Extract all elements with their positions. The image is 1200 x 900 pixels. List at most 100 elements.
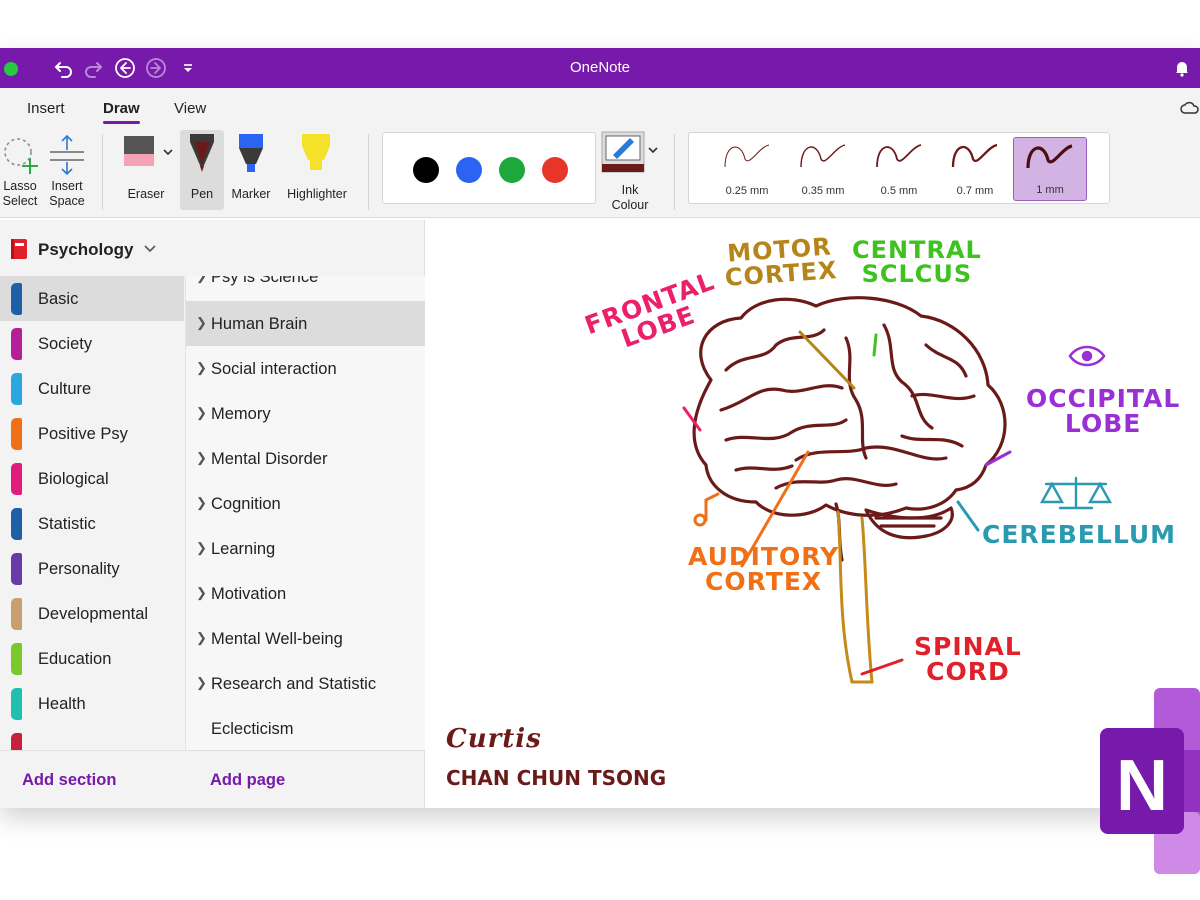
stroke-label: 0.25 mm xyxy=(725,185,769,197)
color-swatch-blue[interactable] xyxy=(456,157,482,183)
section-label: Positive Psy xyxy=(38,425,128,443)
logo-letter: N xyxy=(1116,746,1168,826)
color-swatch-red[interactable] xyxy=(542,157,568,183)
tab-draw[interactable]: Draw xyxy=(103,100,140,124)
undo-icon[interactable] xyxy=(52,56,76,80)
onenote-logo: N xyxy=(1100,688,1200,874)
marker-button[interactable]: Marker xyxy=(228,130,274,202)
ink-colour-label-1: Ink xyxy=(621,183,639,197)
section-item[interactable]: Culture xyxy=(0,366,184,411)
customize-toolbar-icon[interactable] xyxy=(176,56,200,80)
page-label: Social interaction xyxy=(211,360,337,378)
page-label: Mental Disorder xyxy=(211,450,328,468)
page-list: ❯Psy is Science ❯Human Brain ❯Social int… xyxy=(185,276,425,750)
stroke-label: 1 mm xyxy=(1036,184,1064,196)
tab-insert[interactable]: Insert xyxy=(27,100,65,117)
section-item[interactable]: Basic xyxy=(0,276,184,321)
ink-color-palette xyxy=(382,132,596,204)
spinal-line1: SPINAL xyxy=(914,632,1022,661)
section-item[interactable]: Positive Psy xyxy=(0,411,184,456)
section-label: Personality xyxy=(38,560,120,578)
section-item[interactable] xyxy=(0,726,184,750)
section-item[interactable]: Society xyxy=(0,321,184,366)
page-item[interactable]: ❯Mental Well-being xyxy=(186,616,425,661)
page-item[interactable]: ❯ Cognition xyxy=(186,481,425,526)
highlighter-button[interactable]: Highlighter xyxy=(280,130,354,202)
section-label: Culture xyxy=(38,380,92,398)
page-item[interactable]: ❯ Mental Disorder xyxy=(186,436,425,481)
section-item[interactable]: Health xyxy=(0,681,184,726)
insert-space-label-2: Space xyxy=(49,194,85,208)
page-label: Memory xyxy=(211,405,271,423)
section-color-tab xyxy=(11,283,22,315)
page-label: Research and Statistic xyxy=(211,675,377,693)
pen-button[interactable]: Pen xyxy=(180,130,224,210)
draw-toolbar: Lasso Select Insert Space Eraser Pen Mar… xyxy=(0,126,1200,218)
section-item[interactable]: Developmental xyxy=(0,591,184,636)
tab-view[interactable]: View xyxy=(174,100,207,117)
section-label: Education xyxy=(38,650,112,668)
signature-full-name: CHAN CHUN TSONG xyxy=(446,766,667,790)
page-item[interactable]: ❯Memory xyxy=(186,391,425,436)
page-item[interactable]: ❯ Human Brain xyxy=(186,301,425,346)
label-motor-cortex: MOTOR CORTEX xyxy=(722,232,838,291)
chevron-right-icon: ❯ xyxy=(196,315,207,330)
ink-colour-button[interactable]: Ink Colour xyxy=(598,130,662,213)
add-page-button[interactable]: Add page xyxy=(210,771,286,789)
cloud-sync-icon[interactable] xyxy=(1180,100,1200,121)
page-item[interactable]: ❯ Psy is Science xyxy=(186,276,425,299)
occipital-line1: OCCIPITAL xyxy=(1026,384,1181,413)
section-label: Biological xyxy=(38,470,109,488)
lasso-select-button[interactable]: Lasso Select xyxy=(0,130,40,209)
stroke-05mm[interactable]: 0.5 mm xyxy=(863,137,935,201)
section-color-tab xyxy=(11,373,22,405)
page-item[interactable]: ❯Research and Statistic xyxy=(186,661,425,706)
stroke-curve-icon xyxy=(800,144,846,168)
eraser-button[interactable]: Eraser xyxy=(116,130,176,202)
color-swatch-green[interactable] xyxy=(499,157,525,183)
page-item[interactable]: ❯Motivation xyxy=(186,571,425,616)
label-spinal-cord: SPINAL CORD xyxy=(914,634,1022,684)
page-item[interactable]: ❯Learning xyxy=(186,526,425,571)
chevron-right-icon: ❯ xyxy=(196,450,207,465)
stroke-1mm[interactable]: 1 mm xyxy=(1013,137,1087,201)
page-label: Human Brain xyxy=(211,315,308,333)
page-label: Psy is Science xyxy=(211,276,319,286)
notification-bell-icon[interactable] xyxy=(1170,56,1194,80)
label-occipital-lobe: OCCIPITAL LOBE xyxy=(1026,386,1180,436)
section-color-tab xyxy=(11,598,22,630)
brain-drawing xyxy=(682,296,1113,684)
section-item[interactable]: Statistic xyxy=(0,501,184,546)
section-item[interactable]: Personality xyxy=(0,546,184,591)
insert-space-button[interactable]: Insert Space xyxy=(46,130,88,209)
pen-icon xyxy=(190,134,214,172)
section-label: Developmental xyxy=(38,605,149,623)
forward-icon[interactable] xyxy=(144,56,168,80)
add-section-button[interactable]: Add section xyxy=(22,771,117,789)
stroke-035mm[interactable]: 0.35 mm xyxy=(787,137,859,201)
page-label: Cognition xyxy=(211,495,281,513)
notebook-icon xyxy=(11,239,27,259)
chevron-right-icon: ❯ xyxy=(196,276,207,284)
stroke-07mm[interactable]: 0.7 mm xyxy=(939,137,1011,201)
page-item[interactable]: Eclecticism xyxy=(186,706,425,750)
redo-icon[interactable] xyxy=(81,56,105,80)
back-icon[interactable] xyxy=(113,56,137,80)
page-canvas[interactable]: MOTOR CORTEX CENTRAL SCLCUS FRONTAL LOBE… xyxy=(426,220,1200,808)
chevron-right-icon: ❯ xyxy=(196,630,207,645)
notebook-header[interactable]: Psychology xyxy=(0,220,425,276)
toolbar-divider xyxy=(368,134,369,210)
section-item[interactable]: Education xyxy=(0,636,184,681)
highlighter-label: Highlighter xyxy=(287,187,347,201)
stroke-025mm[interactable]: 0.25 mm xyxy=(711,137,783,201)
page-item[interactable]: ❯Social interaction xyxy=(186,346,425,391)
page-label: Motivation xyxy=(211,585,287,603)
window-green-button[interactable] xyxy=(4,62,18,76)
music-note-doodle-icon xyxy=(693,492,720,527)
stroke-label: 0.7 mm xyxy=(956,185,994,197)
color-swatch-black[interactable] xyxy=(413,157,439,183)
section-item[interactable]: Biological xyxy=(0,456,184,501)
notebook-title: Psychology xyxy=(38,240,134,259)
stroke-curve-icon xyxy=(724,144,770,168)
chevron-right-icon: ❯ xyxy=(196,495,207,510)
